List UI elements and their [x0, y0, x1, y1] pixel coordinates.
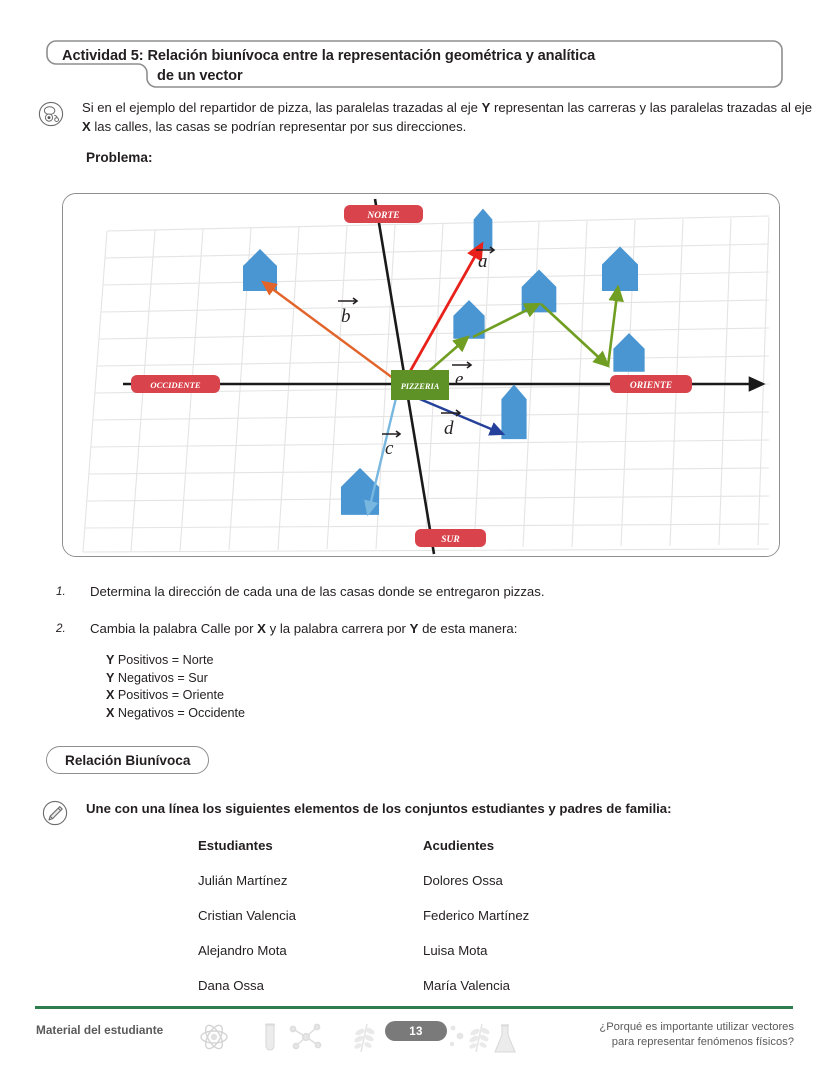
origin-badge: PIZZERIA: [391, 370, 449, 400]
mapping-axis-2: X: [106, 688, 115, 703]
activity-title-line1: Actividad 5: Relación biunívoca entre la…: [62, 48, 596, 64]
vector-d-arrow: [414, 395, 506, 436]
question-1: 1. Determina la dirección de cada una de…: [56, 583, 756, 601]
intro-text-part3: las calles, las casas se podrían represe…: [90, 118, 467, 134]
footer-left-text: Material del estudiante: [36, 1023, 164, 1037]
estudiante-item-1[interactable]: Cristian Valencia: [198, 908, 296, 923]
mapping-rest-1: Negativos = Sur: [114, 670, 208, 685]
mapping-row-2: X Positivos = Oriente: [106, 687, 245, 705]
mapping-row-0: Y Positivos = Norte: [106, 652, 245, 670]
intro-text-part2: representan las carreras y las paralelas…: [490, 100, 813, 115]
page-number: 13: [409, 1024, 423, 1038]
mapping-axis-0: Y: [106, 653, 115, 667]
badge-oriente: ORIENTE: [610, 375, 692, 393]
vector-diagram: a b c d: [63, 194, 779, 556]
read-think-icon: [38, 101, 64, 127]
badge-oriente-label: ORIENTE: [630, 381, 672, 391]
vector-diagram-panel: a b c d: [62, 193, 780, 557]
leaf-icon: [354, 1023, 375, 1053]
q2-mid: y la palabra carrera por: [265, 621, 410, 636]
section-pill-relacion-biunivoca: Relación Biunívoca: [46, 746, 210, 774]
mapping-rest-0: Positivos = Norte: [114, 653, 214, 667]
badge-sur-label: SUR: [441, 535, 459, 545]
footer-divider-rule: [35, 1006, 793, 1009]
q2-post: de esta manera:: [418, 621, 518, 636]
activity-header-outline: [46, 40, 783, 88]
vector-c-arrow: [364, 393, 399, 517]
test-tube-icon: [265, 1023, 275, 1051]
question-2-number: 2.: [56, 622, 66, 635]
section-pill-label: Relación Biunívoca: [65, 752, 191, 768]
svg-text:e: e: [455, 369, 463, 390]
vector-e-seg3: [540, 303, 610, 368]
estudiante-item-3[interactable]: Dana Ossa: [198, 978, 264, 993]
vector-d-label: d: [441, 409, 462, 439]
question-2: 2. Cambia la palabra Calle por X y la pa…: [56, 620, 756, 638]
column-header-acudientes: Acudientes: [423, 838, 495, 853]
mapping-axis-1: Y: [106, 670, 115, 685]
mapping-rest-2: Positivos = Oriente: [114, 688, 224, 703]
estudiante-item-0[interactable]: Julián Martínez: [198, 873, 288, 888]
mapping-rest-3: Negativos = Occidente: [114, 705, 245, 720]
vector-e-label: e: [452, 361, 473, 390]
badge-norte-label: NORTE: [366, 211, 399, 221]
origin-badge-label: PIZZERIA: [401, 382, 440, 391]
vector-b-arrow: [261, 280, 402, 385]
footer-right-text: ¿Porqué es importante utilizar vectores …: [534, 1020, 794, 1049]
activity-header: Actividad 5: Relación biunívoca entre la…: [46, 40, 783, 88]
acudiente-item-1[interactable]: Federico Martínez: [423, 908, 530, 923]
intro-paragraph: Si en el ejemplo del repartidor de pizza…: [82, 99, 822, 136]
intro-axis-x: X: [82, 118, 91, 134]
q2-bold-x: X: [257, 621, 266, 636]
vector-labels: a b c d: [338, 246, 496, 459]
q2-pre: Cambia la palabra Calle por: [90, 621, 258, 636]
column-header-estudiantes: Estudiantes: [198, 838, 273, 853]
leaf-icon: [469, 1023, 490, 1053]
footer-decorative-icons: [200, 1023, 516, 1053]
acudiente-item-0[interactable]: Dolores Ossa: [423, 873, 503, 888]
molecule-icon: [289, 1023, 322, 1050]
badge-occidente: OCCIDENTE: [131, 375, 220, 393]
page-footer: Material del estudiante: [0, 1010, 828, 1066]
page-number-badge: 13: [385, 1021, 447, 1041]
activity-header-text: Actividad 5: Relación biunívoca entre la…: [62, 46, 762, 86]
acudiente-item-3[interactable]: María Valencia: [423, 978, 510, 993]
vector-c-label: c: [382, 430, 402, 459]
vector-b-label: b: [338, 297, 359, 327]
intro-text-part1: Si en el ejemplo del repartidor de pizza…: [82, 100, 482, 115]
badge-occidente-label: OCCIDENTE: [150, 380, 200, 390]
flask-icon: [494, 1024, 516, 1053]
problema-label: Problema:: [86, 150, 153, 165]
badge-norte: NORTE: [344, 205, 423, 223]
matching-instruction: Une con una línea los siguientes element…: [86, 801, 672, 816]
badge-sur: SUR: [415, 529, 486, 547]
vector-e-seg4: [606, 284, 624, 367]
axis-direction-mapping-list: Y Positivos = Norte Y Negativos = Sur X …: [106, 652, 245, 722]
mapping-row-1: Y Negativos = Sur: [106, 670, 245, 688]
svg-text:d: d: [444, 418, 454, 439]
svg-text:b: b: [341, 306, 351, 327]
vector-a-label: a: [476, 246, 496, 272]
estudiante-item-2[interactable]: Alejandro Mota: [198, 943, 287, 958]
activity-title-line2: de un vector: [157, 68, 243, 84]
question-1-number: 1.: [56, 585, 66, 598]
vector-e-seg2: [472, 302, 542, 339]
acudiente-item-2[interactable]: Luisa Mota: [423, 943, 488, 958]
svg-text:a: a: [478, 251, 488, 272]
question-1-text: Determina la dirección de cada una de la…: [90, 584, 545, 599]
dots-icon: [449, 1025, 464, 1047]
svg-text:c: c: [385, 438, 394, 459]
footer-right-line1: ¿Porqué es importante utilizar vectores: [599, 1021, 794, 1033]
atom-icon: [200, 1024, 228, 1050]
mapping-row-3: X Negativos = Occidente: [106, 705, 245, 723]
pencil-icon: [42, 800, 68, 826]
intro-axis-y: Y: [481, 100, 491, 115]
footer-right-line2: para representar fenómenos físicos?: [611, 1035, 794, 1048]
vector-a-arrow: [401, 241, 484, 385]
compass-badges: NORTE SUR ORIENTE OCCIDENTE: [131, 205, 692, 547]
q2-bold-y: Y: [409, 621, 419, 636]
mapping-axis-3: X: [106, 705, 115, 720]
question-2-text: Cambia la palabra Calle por X y la palab…: [90, 620, 756, 638]
